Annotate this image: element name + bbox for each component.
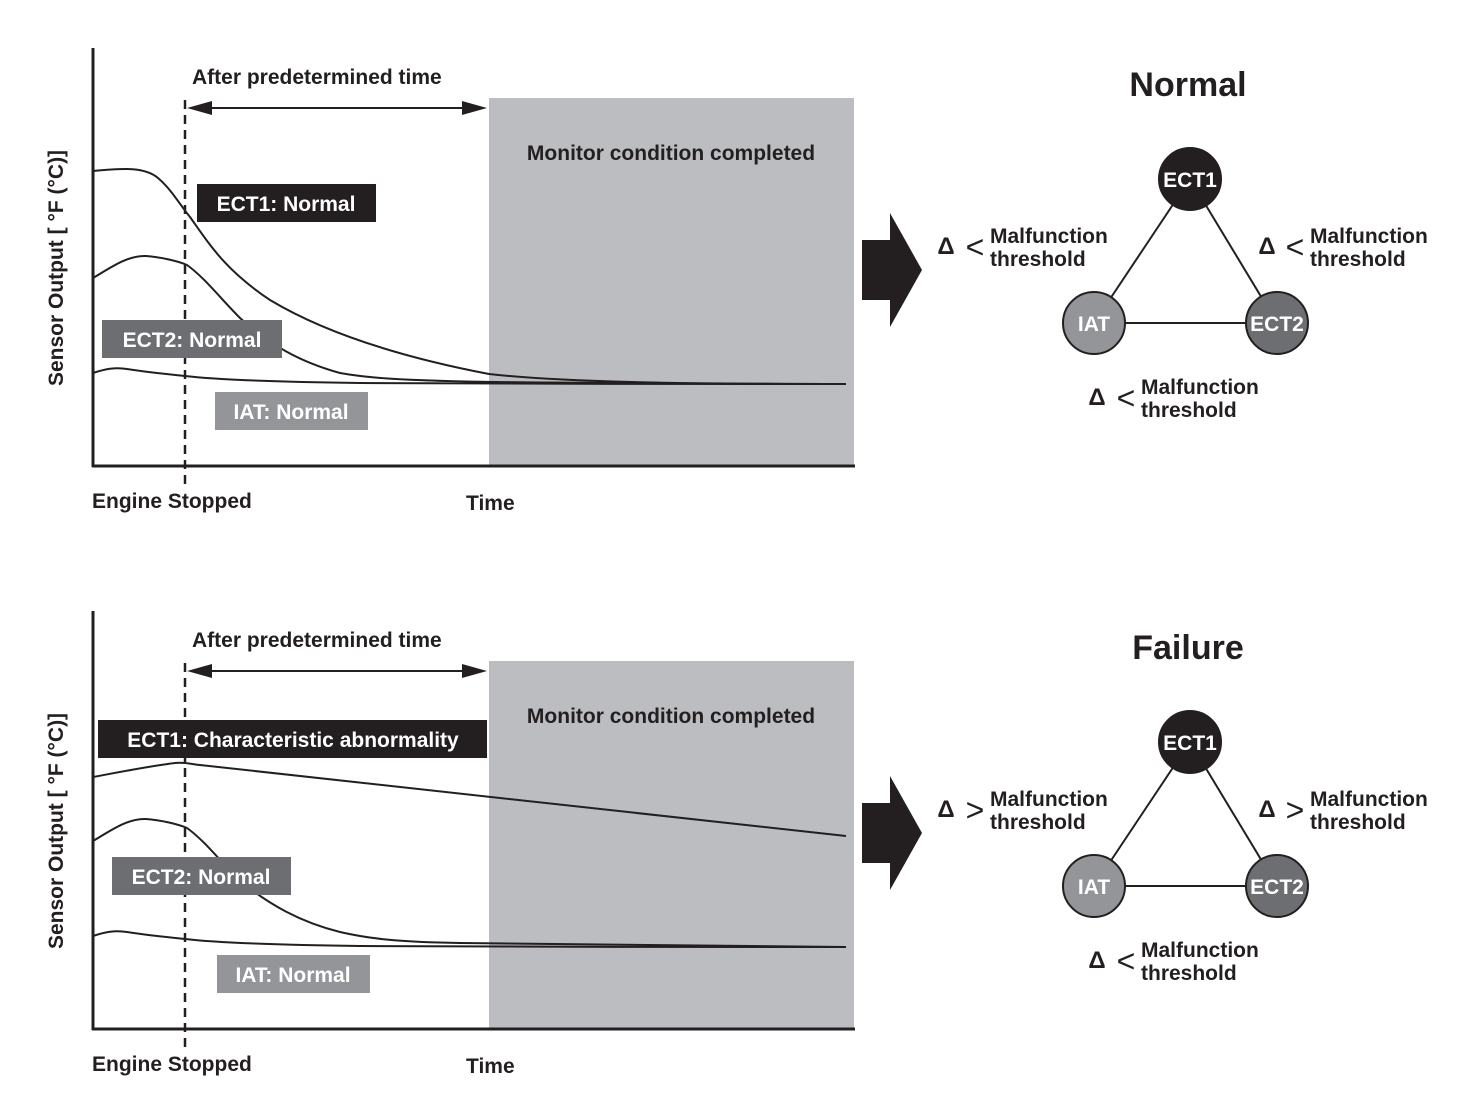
threshold-text: threshold: [1310, 248, 1406, 271]
monitor-region: [489, 661, 854, 1029]
comparison-ect1-iat: Δ < Malfunction threshold: [937, 225, 1107, 271]
threshold-text: threshold: [1310, 811, 1406, 834]
delta-symbol: Δ: [937, 233, 954, 260]
malfunction-text: Malfunction: [990, 225, 1108, 248]
malfunction-text: Malfunction: [1141, 376, 1259, 399]
iat-curve: [92, 367, 847, 385]
ect1-node: [1158, 147, 1222, 211]
delta-symbol: Δ: [1258, 233, 1275, 260]
monitor-region: [489, 98, 854, 466]
ect1-curve: [92, 761, 847, 837]
span-arrow-right-head: [462, 101, 487, 115]
delta-symbol: Δ: [1258, 796, 1275, 823]
status-title: Normal: [1129, 66, 1246, 104]
iat-curve: [92, 930, 847, 948]
comparison-ect1-iat: Δ > Malfunction threshold: [937, 788, 1107, 834]
status-diagram-failure: Failure ECT1 IAT ECT2 Δ > Malfunction th…: [937, 629, 1427, 985]
panel-failure: Monitor condition completed Sensor Outpu…: [45, 611, 1428, 1078]
malfunction-text: Malfunction: [1141, 939, 1259, 962]
result-arrow: [862, 213, 922, 327]
comparison-operator: <: [1117, 943, 1136, 979]
delta-symbol: Δ: [1088, 384, 1105, 411]
ect2-tag: [102, 320, 282, 358]
malfunction-text: Malfunction: [990, 788, 1108, 811]
ect2-tag: [112, 857, 291, 895]
iat-node-label: IAT: [1078, 876, 1110, 899]
status-title: Failure: [1132, 629, 1243, 667]
comparison-ect1-ect2: Δ > Malfunction threshold: [1258, 788, 1427, 834]
comparison-iat-ect2: Δ < Malfunction threshold: [1088, 376, 1258, 422]
y-axis-label: Sensor Output [ °F (°C)]: [45, 713, 68, 949]
iat-node: [1062, 854, 1126, 918]
ect2-tag-label: ECT2: Normal: [123, 329, 262, 352]
iat-tag-label: IAT: Normal: [235, 964, 350, 987]
ect1-tag: [197, 184, 376, 222]
ect2-node: [1245, 291, 1309, 355]
malfunction-text: Malfunction: [1310, 788, 1428, 811]
threshold-text: threshold: [1141, 399, 1237, 422]
span-label: After predetermined time: [192, 629, 442, 652]
y-axis-label: Sensor Output [ °F (°C)]: [45, 150, 68, 386]
span-arrow-right-head: [462, 664, 487, 678]
comparison-operator: <: [1117, 380, 1136, 416]
monitor-label: Monitor condition completed: [527, 705, 815, 728]
ect2-tag-label: ECT2: Normal: [132, 866, 271, 889]
comparison-operator: <: [1286, 229, 1305, 265]
threshold-text: threshold: [1141, 962, 1237, 985]
ect1-node-label: ECT1: [1163, 169, 1217, 192]
ect2-node: [1245, 854, 1309, 918]
iat-node-label: IAT: [1078, 313, 1110, 336]
ect2-node-label: ECT2: [1250, 313, 1304, 336]
delta-symbol: Δ: [1088, 947, 1105, 974]
comparison-iat-ect2: Δ < Malfunction threshold: [1088, 939, 1258, 985]
comparison-operator: >: [1286, 792, 1305, 828]
comparison-operator: <: [966, 229, 985, 265]
ect1-node-label: ECT1: [1163, 732, 1217, 755]
engine-stopped-label: Engine Stopped: [92, 490, 252, 513]
panel-normal: Monitor condition completed Sensor Outpu…: [45, 48, 1428, 515]
ect1-tag-label: ECT1: Characteristic abnormality: [127, 729, 459, 752]
iat-node: [1062, 291, 1126, 355]
time-label: Time: [466, 1055, 515, 1078]
ect1-curve: [92, 168, 847, 385]
result-arrow: [862, 776, 922, 890]
malfunction-text: Malfunction: [1310, 225, 1428, 248]
iat-tag: [215, 392, 368, 430]
engine-stopped-label: Engine Stopped: [92, 1053, 252, 1076]
span-arrow-left-head: [187, 101, 212, 115]
status-diagram-normal: Normal ECT1 IAT ECT2 Δ < Malfunction thr…: [937, 66, 1427, 422]
ect1-tag-label: ECT1: Normal: [217, 193, 356, 216]
span-label: After predetermined time: [192, 66, 442, 89]
ect2-curve: [92, 817, 847, 948]
time-label: Time: [466, 492, 515, 515]
iat-tag-label: IAT: Normal: [233, 401, 348, 424]
ect1-node: [1158, 710, 1222, 774]
threshold-text: threshold: [990, 248, 1086, 271]
span-arrow-left-head: [187, 664, 212, 678]
iat-tag: [217, 955, 370, 993]
delta-symbol: Δ: [937, 796, 954, 823]
comparison-operator: >: [966, 792, 985, 828]
ect2-node-label: ECT2: [1250, 876, 1304, 899]
comparison-ect1-ect2: Δ < Malfunction threshold: [1258, 225, 1427, 271]
monitor-label: Monitor condition completed: [527, 142, 815, 165]
threshold-text: threshold: [990, 811, 1086, 834]
ect1-tag: [98, 720, 487, 758]
